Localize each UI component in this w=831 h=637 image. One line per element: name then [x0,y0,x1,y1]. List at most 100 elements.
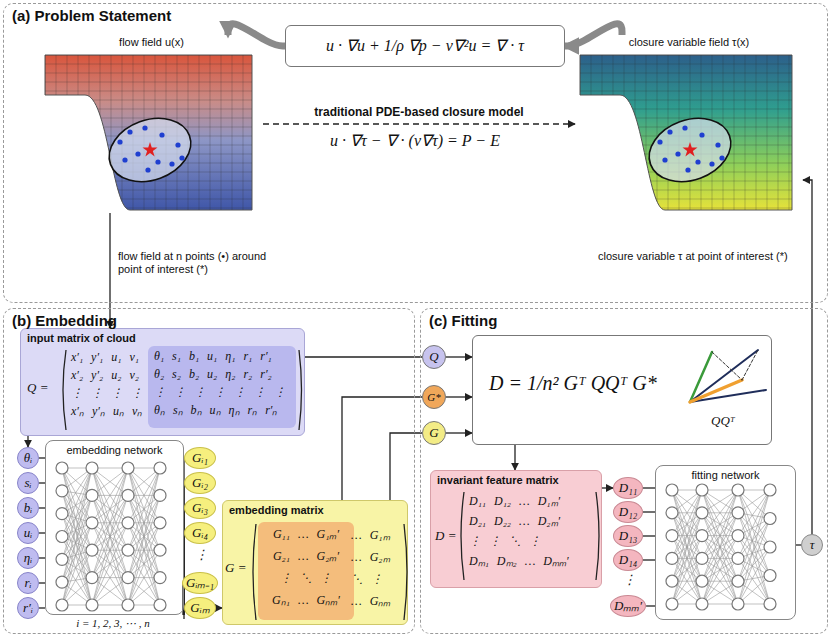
node-text: θₙ sₙ bₙ uₙ ηₙ rₙ r′ₙ [154,404,277,418]
matrix-block: G₁₁ … G₁ₘ′G₂₁ … G₂ₘ′⋮ ⋱ ⋮Gₙ₁ … Gₙₘ′ [258,522,354,620]
decoration [764,598,776,610]
decoration [404,524,407,620]
decoration [86,462,98,474]
decoration [92,468,128,605]
decoration [602,55,603,210]
decoration [127,129,132,134]
label-box: ⋮ [621,573,637,588]
decoration [111,55,112,210]
decoration [666,575,678,587]
decoration [732,507,744,519]
node-text: fitting network [656,469,795,482]
node-text: … G₂ₘ [351,551,390,565]
decoration [580,73,792,74]
decoration [789,55,790,210]
decoration [122,599,134,611]
decoration [92,468,128,605]
decoration [86,517,98,529]
decoration [742,350,758,380]
connector [446,396,472,397]
decoration [135,151,140,156]
node-text: ⋱ ⋮ [351,573,383,587]
decoration [702,490,738,558]
matrix-brackets [63,350,599,620]
decoration [92,523,128,605]
closure-field-plot [580,55,792,210]
decoration [92,578,128,605]
decoration [243,55,244,210]
decoration [56,531,68,543]
decoration [662,157,667,162]
output-circle: Gᵢₘ [184,597,216,619]
label-box: i = 1, 2, 3, ⋯ , n [52,617,174,630]
variable-circle: G [422,421,446,445]
decoration [696,530,708,542]
decoration [232,55,233,210]
decoration [764,484,776,496]
connector [643,487,655,488]
node-text: D = 1/n² Gᵀ QQᵀ G* [489,372,657,395]
decoration [142,125,147,130]
node-text: (a) Problem Statement [12,7,171,24]
decoration [702,490,738,558]
node-text: ⋮ ⋮ ⋮ ⋮ ⋮ ⋮ ⋮ [154,386,286,400]
decoration [56,462,68,474]
decoration [56,485,68,497]
decoration [154,462,166,474]
connector [646,605,655,606]
decoration [756,55,757,210]
flow-field-figure: flow field u(x) [40,35,263,213]
note-label: i = 1, 2, 3, ⋯ , n [52,617,174,630]
feature-circle: D₁₂ [613,501,643,523]
input-circle: θᵢ [17,447,39,469]
node-text: embedding matrix [229,504,324,517]
decoration [128,468,160,605]
decoration [92,468,128,495]
decoration [92,468,128,550]
node-text: ηᵢ [24,551,33,566]
connector [446,356,472,357]
variable-circle: G* [422,385,446,409]
decoration [732,598,744,610]
decoration [154,544,166,556]
decoration [63,350,66,430]
decoration [100,55,101,210]
decoration [685,167,690,172]
decoration [299,350,302,430]
input-circle: rᵢ [17,572,39,594]
decoration [696,598,708,610]
decoration [92,468,128,550]
decoration [128,468,160,550]
node-text: Q = [27,381,48,396]
node-text: Gᵢₘ [190,601,209,616]
decoration [78,55,79,210]
node-text: ⋮ ⋱ ⋮ [258,572,354,586]
decoration [667,129,672,134]
connector [446,432,472,433]
decoration [45,55,46,210]
neural-network [56,462,776,611]
node-text: τ [810,538,815,553]
node-text: invariant feature matrix [437,474,559,487]
note-label: flow field at n points (•) around point … [118,250,293,275]
cloud-points [117,125,724,172]
decoration [764,513,776,525]
decoration [56,553,68,565]
decoration [734,55,735,210]
decoration [92,468,128,495]
decoration [169,161,174,166]
decoration [580,109,792,110]
decoration [580,55,581,210]
decoration [646,55,647,210]
decoration [764,541,776,553]
decoration [86,572,98,584]
decoration [712,352,742,380]
decoration [86,599,98,611]
node-text: … G₁ₘ [351,529,390,543]
node-text: embedding network [46,444,183,457]
decoration [745,55,746,210]
decoration [199,55,200,210]
node-text: uᵢ [24,526,33,541]
decoration [672,490,702,604]
node-text: Gᵢ₁ [192,451,208,466]
